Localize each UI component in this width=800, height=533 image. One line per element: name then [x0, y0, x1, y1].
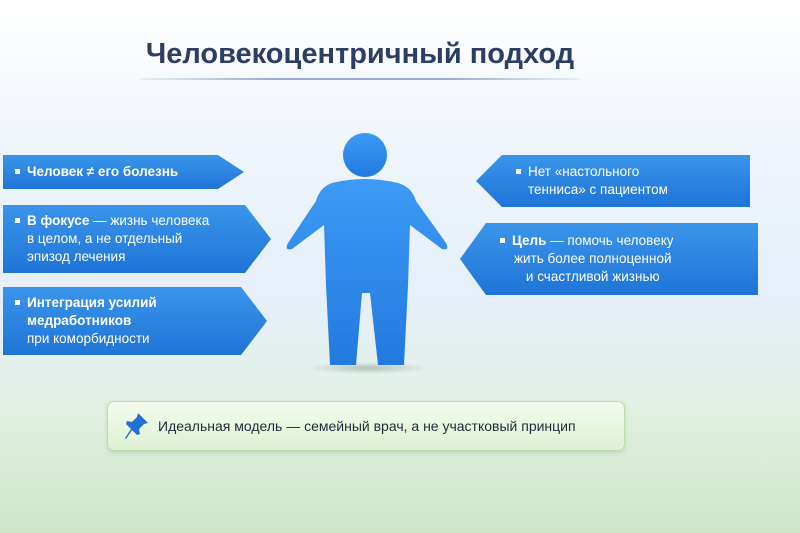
right-banner-goal: Цель — помочь человеку жить более полноц… — [460, 223, 758, 295]
banner-text: — жизнь человека в целом, а не отдельный… — [27, 213, 210, 264]
left-banner-integration: Интеграция усилий медработников при комо… — [3, 287, 267, 355]
bullet-icon — [500, 238, 505, 243]
bullet-icon — [15, 218, 20, 223]
right-banner-no-table-tennis: Нет «настольного тенниса» с пациентом — [476, 155, 750, 207]
left-banner-person-not-disease: Человек ≠ его болезнь — [3, 155, 244, 189]
left-banner-focus: В фокусе — жизнь человека в целом, а не … — [3, 205, 271, 273]
bullet-icon — [516, 169, 521, 174]
page-title: Человекоцентричный подход — [145, 38, 575, 70]
banner-text: тенниса» с пациентом — [528, 182, 668, 197]
banner-bold-text: Интеграция усилий медработников — [27, 295, 157, 328]
banner-bold-text: Человек ≠ его болезнь — [27, 164, 179, 179]
person-figure-icon — [286, 133, 448, 374]
note-text: Идеальная модель — семейный врач, а не у… — [158, 418, 576, 434]
pushpin-icon — [125, 413, 148, 439]
banner-text: — помочь человеку жить более полноценной… — [513, 233, 674, 284]
banner-bold-text: Цель — [512, 233, 547, 248]
banner-bold-text: В фокусе — [27, 213, 90, 228]
banner-text: при коморбидности — [27, 331, 150, 346]
banner-text: Нет «настольного — [528, 164, 640, 179]
ideal-model-note: Идеальная модель — семейный врач, а не у… — [107, 401, 625, 451]
bullet-icon — [15, 169, 20, 174]
bullet-icon — [15, 300, 20, 305]
title-underline — [140, 78, 580, 80]
